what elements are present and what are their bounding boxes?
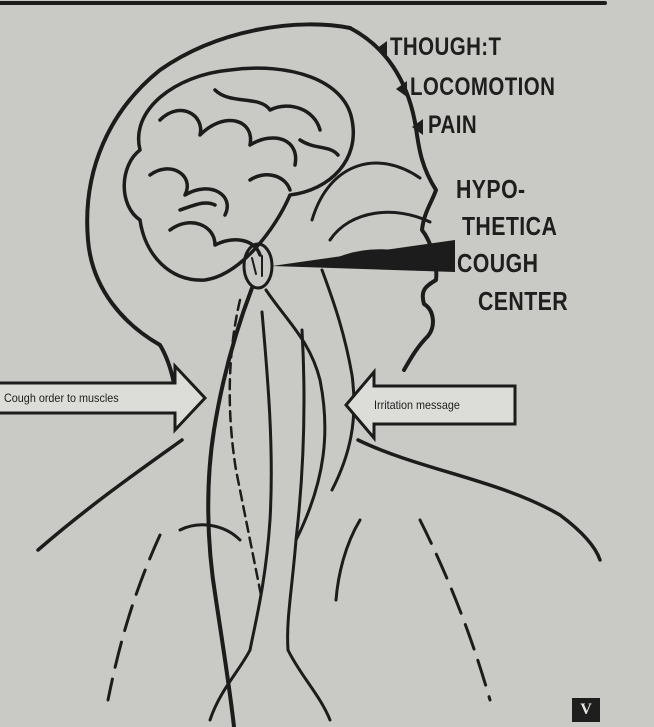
- cough-center-pointer: [272, 240, 455, 272]
- right-shoulder: [358, 440, 600, 560]
- thought-pointer-icon: [376, 41, 387, 57]
- locomotion-pointer-icon: [396, 81, 407, 97]
- left-shoulder: [38, 440, 182, 550]
- label-hypo: HYPO-: [456, 176, 526, 202]
- right-chest-line: [336, 520, 360, 600]
- nerve-fiber: [266, 290, 325, 540]
- label-pain: PAIN: [428, 113, 477, 138]
- brain: [124, 68, 353, 280]
- bronchi: [210, 650, 330, 720]
- right-arm-line: [420, 520, 490, 700]
- cough-order-label: Cough order to muscles: [4, 391, 119, 405]
- left-arm-line: [108, 535, 160, 700]
- label-cough: COUGH: [457, 250, 538, 276]
- spinal-cord: [208, 288, 252, 727]
- label-locomotion: LOCOMOTION: [410, 75, 555, 100]
- label-thought: THOUGH:T: [390, 35, 501, 60]
- publisher-logo: V: [572, 698, 600, 722]
- label-center: CENTER: [478, 288, 568, 314]
- trachea: [250, 312, 304, 650]
- label-thetica: THETICA: [462, 213, 557, 239]
- head-outline: [87, 24, 350, 425]
- irritation-label: Irritation message: [374, 398, 460, 412]
- pain-pointer-icon: [412, 119, 423, 135]
- throat-line: [322, 270, 354, 490]
